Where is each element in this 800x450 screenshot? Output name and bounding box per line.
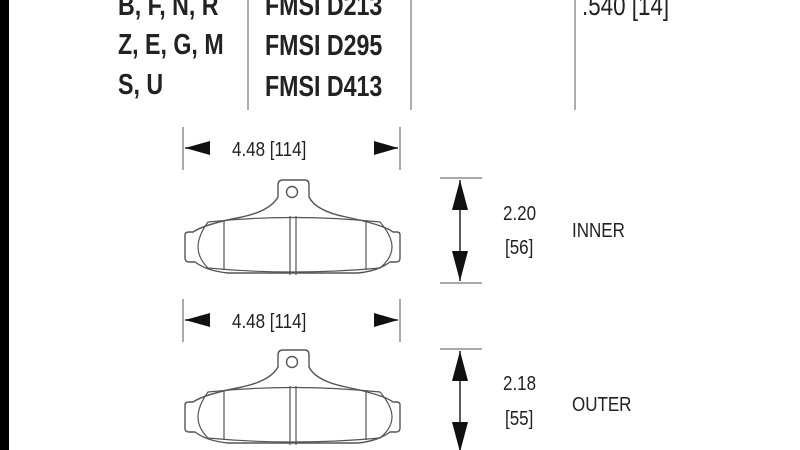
fmsi-row-1: FMSI D213 bbox=[265, 0, 382, 22]
outer-label: OUTER bbox=[572, 393, 631, 416]
arrow-right-icon bbox=[374, 313, 398, 327]
fmsi-row-2: FMSI D295 bbox=[265, 28, 382, 61]
compounds-row-1: B, F, N, R bbox=[118, 0, 219, 22]
inner-pad-outline bbox=[184, 179, 401, 276]
inner-height-mm-label: [56] bbox=[505, 236, 533, 259]
compounds-row-2: Z, E, G, M bbox=[118, 27, 224, 60]
compounds-row-3: S, U bbox=[118, 67, 163, 100]
inner-label: INNER bbox=[572, 219, 625, 242]
thickness-value: .540 [14] bbox=[582, 0, 669, 22]
inner-height-label: 2.20 bbox=[503, 202, 536, 225]
arrow-down-icon bbox=[452, 422, 468, 450]
arrow-right-icon bbox=[374, 141, 398, 155]
compound-table: B, F, N, R Z, E, G, M S, U FMSI D213 FMS… bbox=[118, 0, 669, 110]
inner-pad: 4.48 [114] 2.20 [56] INNER bbox=[182, 127, 625, 284]
arrow-left-icon bbox=[185, 313, 210, 327]
arrow-left-icon bbox=[185, 141, 210, 155]
inner-width-label: 4.48 [114] bbox=[232, 138, 306, 161]
outer-pad-outline bbox=[184, 349, 401, 446]
outer-pad: 4.48 [114] 2.18 [55] OUTER bbox=[182, 299, 631, 450]
outer-height-label: 2.18 bbox=[503, 372, 536, 395]
fmsi-row-3: FMSI D413 bbox=[265, 69, 382, 102]
arrow-up-icon bbox=[452, 351, 468, 381]
outer-width-label: 4.48 [114] bbox=[232, 310, 306, 333]
arrow-down-icon bbox=[452, 251, 468, 281]
arrow-up-icon bbox=[452, 180, 468, 210]
outer-height-mm-label: [55] bbox=[505, 407, 533, 430]
left-border bbox=[0, 0, 9, 450]
